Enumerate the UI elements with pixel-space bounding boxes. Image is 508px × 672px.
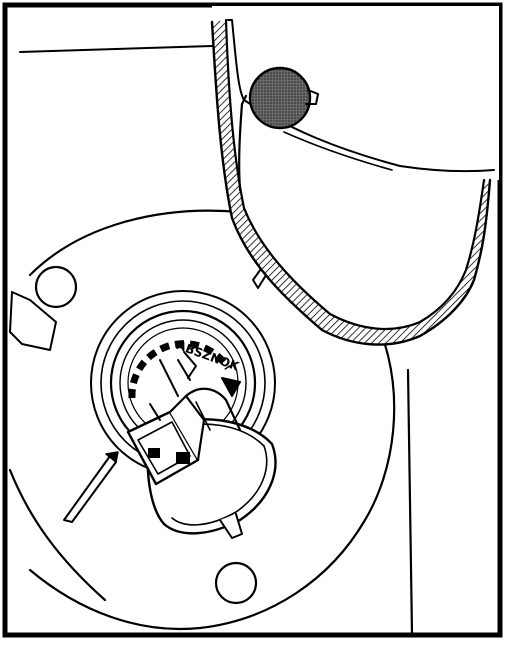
bulb-tab bbox=[219, 513, 243, 539]
side-bracket bbox=[9, 291, 57, 351]
wire-harness bbox=[238, 94, 248, 192]
rotation-arrow-band bbox=[128, 340, 231, 399]
rubber-grommet bbox=[248, 66, 312, 130]
grommet-tab bbox=[305, 89, 319, 105]
rotation-arrow-head bbox=[221, 377, 241, 397]
body-panel-inner-outline bbox=[224, 18, 486, 331]
panel-edge-line bbox=[406, 368, 414, 634]
connector-latch bbox=[148, 448, 160, 458]
mounting-hole-top bbox=[34, 265, 78, 309]
housing-curve bbox=[8, 468, 107, 602]
body-edge-line bbox=[19, 45, 213, 53]
connector-wire bbox=[184, 387, 242, 432]
reflector-disc bbox=[28, 209, 396, 630]
mounting-hole-bottom bbox=[214, 561, 258, 605]
